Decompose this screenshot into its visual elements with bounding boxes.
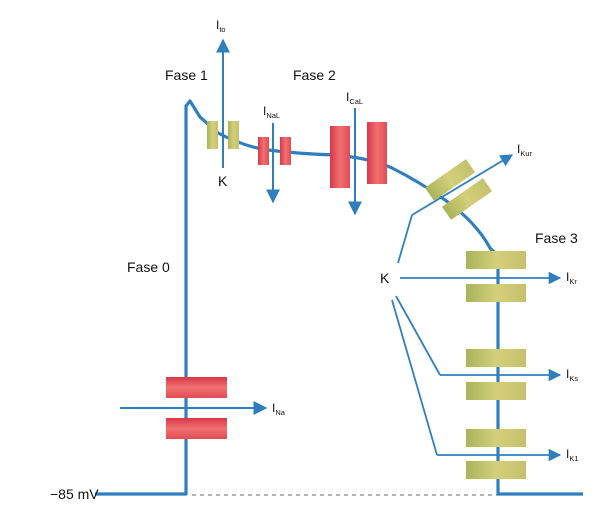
phase3-label: Fase 3: [535, 230, 578, 246]
action-potential-trace: [95, 99, 583, 496]
ito-channel: [207, 38, 239, 168]
k-phase1-label: K: [218, 173, 228, 189]
ical-label: ICaL: [346, 90, 363, 106]
inal-label: INaL: [263, 104, 280, 120]
k-phase3-label: K: [380, 270, 390, 286]
iks-label: IKs: [566, 367, 578, 383]
ikur-label: IKur: [517, 142, 533, 158]
ito-label: Ito: [216, 18, 226, 34]
ikr-channel: [466, 251, 526, 302]
ina-label: INa: [272, 401, 286, 417]
inal-channel: [258, 123, 291, 204]
phase0-label: Fase 0: [127, 259, 170, 275]
phase2-label: Fase 2: [293, 67, 336, 83]
ik1-channel: [466, 429, 526, 479]
ina-channel: [120, 377, 268, 439]
iks-channel: [466, 349, 526, 400]
ikr-label: IKr: [566, 270, 577, 286]
resting-potential-label: −85 mV: [50, 486, 99, 502]
ik1-label: IK1: [566, 447, 579, 463]
ical-channel: [330, 108, 387, 216]
phase1-label: Fase 1: [165, 67, 208, 83]
k-current-arrows: [391, 154, 562, 462]
ikur-channel: [424, 159, 493, 220]
